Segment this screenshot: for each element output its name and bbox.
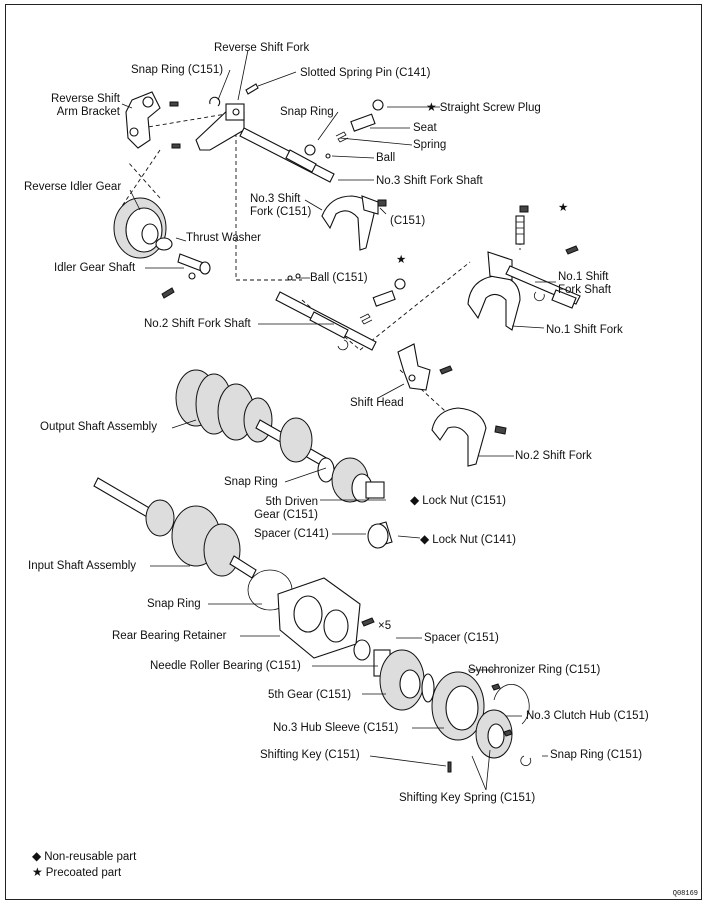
symbol-star-no2-plug: ★ bbox=[396, 254, 407, 266]
label-c151-bolt: (C151) bbox=[390, 215, 426, 227]
label-ball-c151: Ball (C151) bbox=[310, 272, 368, 284]
label-slotted-spring-pin: Slotted Spring Pin (C141) bbox=[300, 67, 431, 79]
label-lock-nut-c151: ◆Lock Nut (C151) bbox=[410, 493, 506, 508]
label-snap-ring-mid: Snap Ring bbox=[224, 476, 278, 488]
idler-gear-shaft bbox=[177, 253, 211, 275]
reverse-idler-gear bbox=[113, 197, 167, 259]
label-snap-ring-top: Snap Ring bbox=[280, 106, 334, 118]
no1-shift-fork-shaft bbox=[505, 265, 581, 309]
label-needle-roller-bearing: Needle Roller Bearing (C151) bbox=[150, 660, 301, 672]
label-shifting-key-spring: Shifting Key Spring (C151) bbox=[399, 792, 536, 804]
label-shifting-key: Shifting Key (C151) bbox=[260, 749, 360, 761]
label-no3-clutch-hub: No.3 Clutch Hub (C151) bbox=[526, 710, 649, 722]
label-straight-screw-plug: ★Straight Screw Plug bbox=[426, 100, 541, 115]
label-spacer-c141: Spacer (C141) bbox=[254, 528, 329, 540]
no2-shift-fork-shaft bbox=[275, 291, 377, 351]
label-spacer-c151: Spacer (C151) bbox=[424, 632, 499, 644]
legend-precoated: ★Precoated part bbox=[32, 865, 122, 879]
label-shift-head: Shift Head bbox=[350, 397, 404, 409]
rear-bearing-retainer bbox=[277, 577, 361, 659]
label-snap-ring-c151-bottom: Snap Ring (C151) bbox=[550, 749, 643, 761]
label-reverse-idler-gear: Reverse Idler Gear bbox=[24, 181, 122, 193]
label-no3-shift-fork-shaft: No.3 Shift Fork Shaft bbox=[376, 175, 483, 187]
reverse-shift-arm-bracket bbox=[125, 91, 161, 149]
label-input-shaft-assembly: Input Shaft Assembly bbox=[28, 560, 137, 572]
label-x5: ×5 bbox=[378, 620, 392, 632]
label-lock-nut-c141: ◆Lock Nut (C141) bbox=[420, 532, 516, 547]
diagram-frame bbox=[5, 4, 702, 900]
symbol-star-no1-plug: ★ bbox=[558, 202, 569, 214]
no1-shift-fork bbox=[467, 251, 521, 331]
legend: ◆Non-reusable part ★Precoated part bbox=[32, 849, 136, 881]
label-idler-gear-shaft: Idler Gear Shaft bbox=[54, 262, 136, 274]
label-ball: Ball bbox=[376, 152, 396, 164]
fifth-driven-gear bbox=[331, 457, 385, 503]
label-spring: Spring bbox=[413, 139, 447, 151]
label-reverse-shift-fork: Reverse Shift Fork bbox=[214, 42, 310, 54]
no3-hub-sleeve bbox=[431, 671, 485, 741]
label-snap-ring-lower: Snap Ring bbox=[147, 598, 201, 610]
label-no1-shift-fork: No.1 Shift Fork bbox=[546, 324, 623, 336]
label-no2-shift-fork-shaft: No.2 Shift Fork Shaft bbox=[144, 318, 251, 330]
reverse-shift-fork bbox=[195, 103, 245, 151]
label-no2-shift-fork: No.2 Shift Fork bbox=[515, 450, 592, 462]
label-synchronizer-ring: Synchronizer Ring (C151) bbox=[468, 664, 601, 676]
label-snap-ring-c151-top: Snap Ring (C151) bbox=[131, 64, 224, 76]
label-fifth-gear: 5th Gear (C151) bbox=[268, 689, 352, 701]
no2-shift-fork bbox=[431, 407, 487, 467]
label-thrust-washer: Thrust Washer bbox=[186, 232, 261, 244]
no3-shift-fork-shaft bbox=[239, 127, 335, 183]
label-no3-hub-sleeve: No.3 Hub Sleeve (C151) bbox=[273, 722, 399, 734]
output-shaft-assembly bbox=[175, 369, 331, 469]
label-output-shaft-assembly: Output Shaft Assembly bbox=[40, 421, 157, 433]
label-rear-bearing-retainer: Rear Bearing Retainer bbox=[112, 630, 227, 642]
no3-clutch-hub bbox=[475, 709, 513, 759]
no3-shift-fork bbox=[321, 195, 379, 251]
shift-head bbox=[397, 343, 431, 391]
legend-non-reusable: ◆Non-reusable part bbox=[32, 849, 137, 863]
label-seat: Seat bbox=[413, 122, 437, 134]
fifth-gear bbox=[379, 649, 425, 711]
figure-code: Q08169 bbox=[672, 890, 698, 898]
input-shaft-assembly bbox=[93, 477, 257, 579]
